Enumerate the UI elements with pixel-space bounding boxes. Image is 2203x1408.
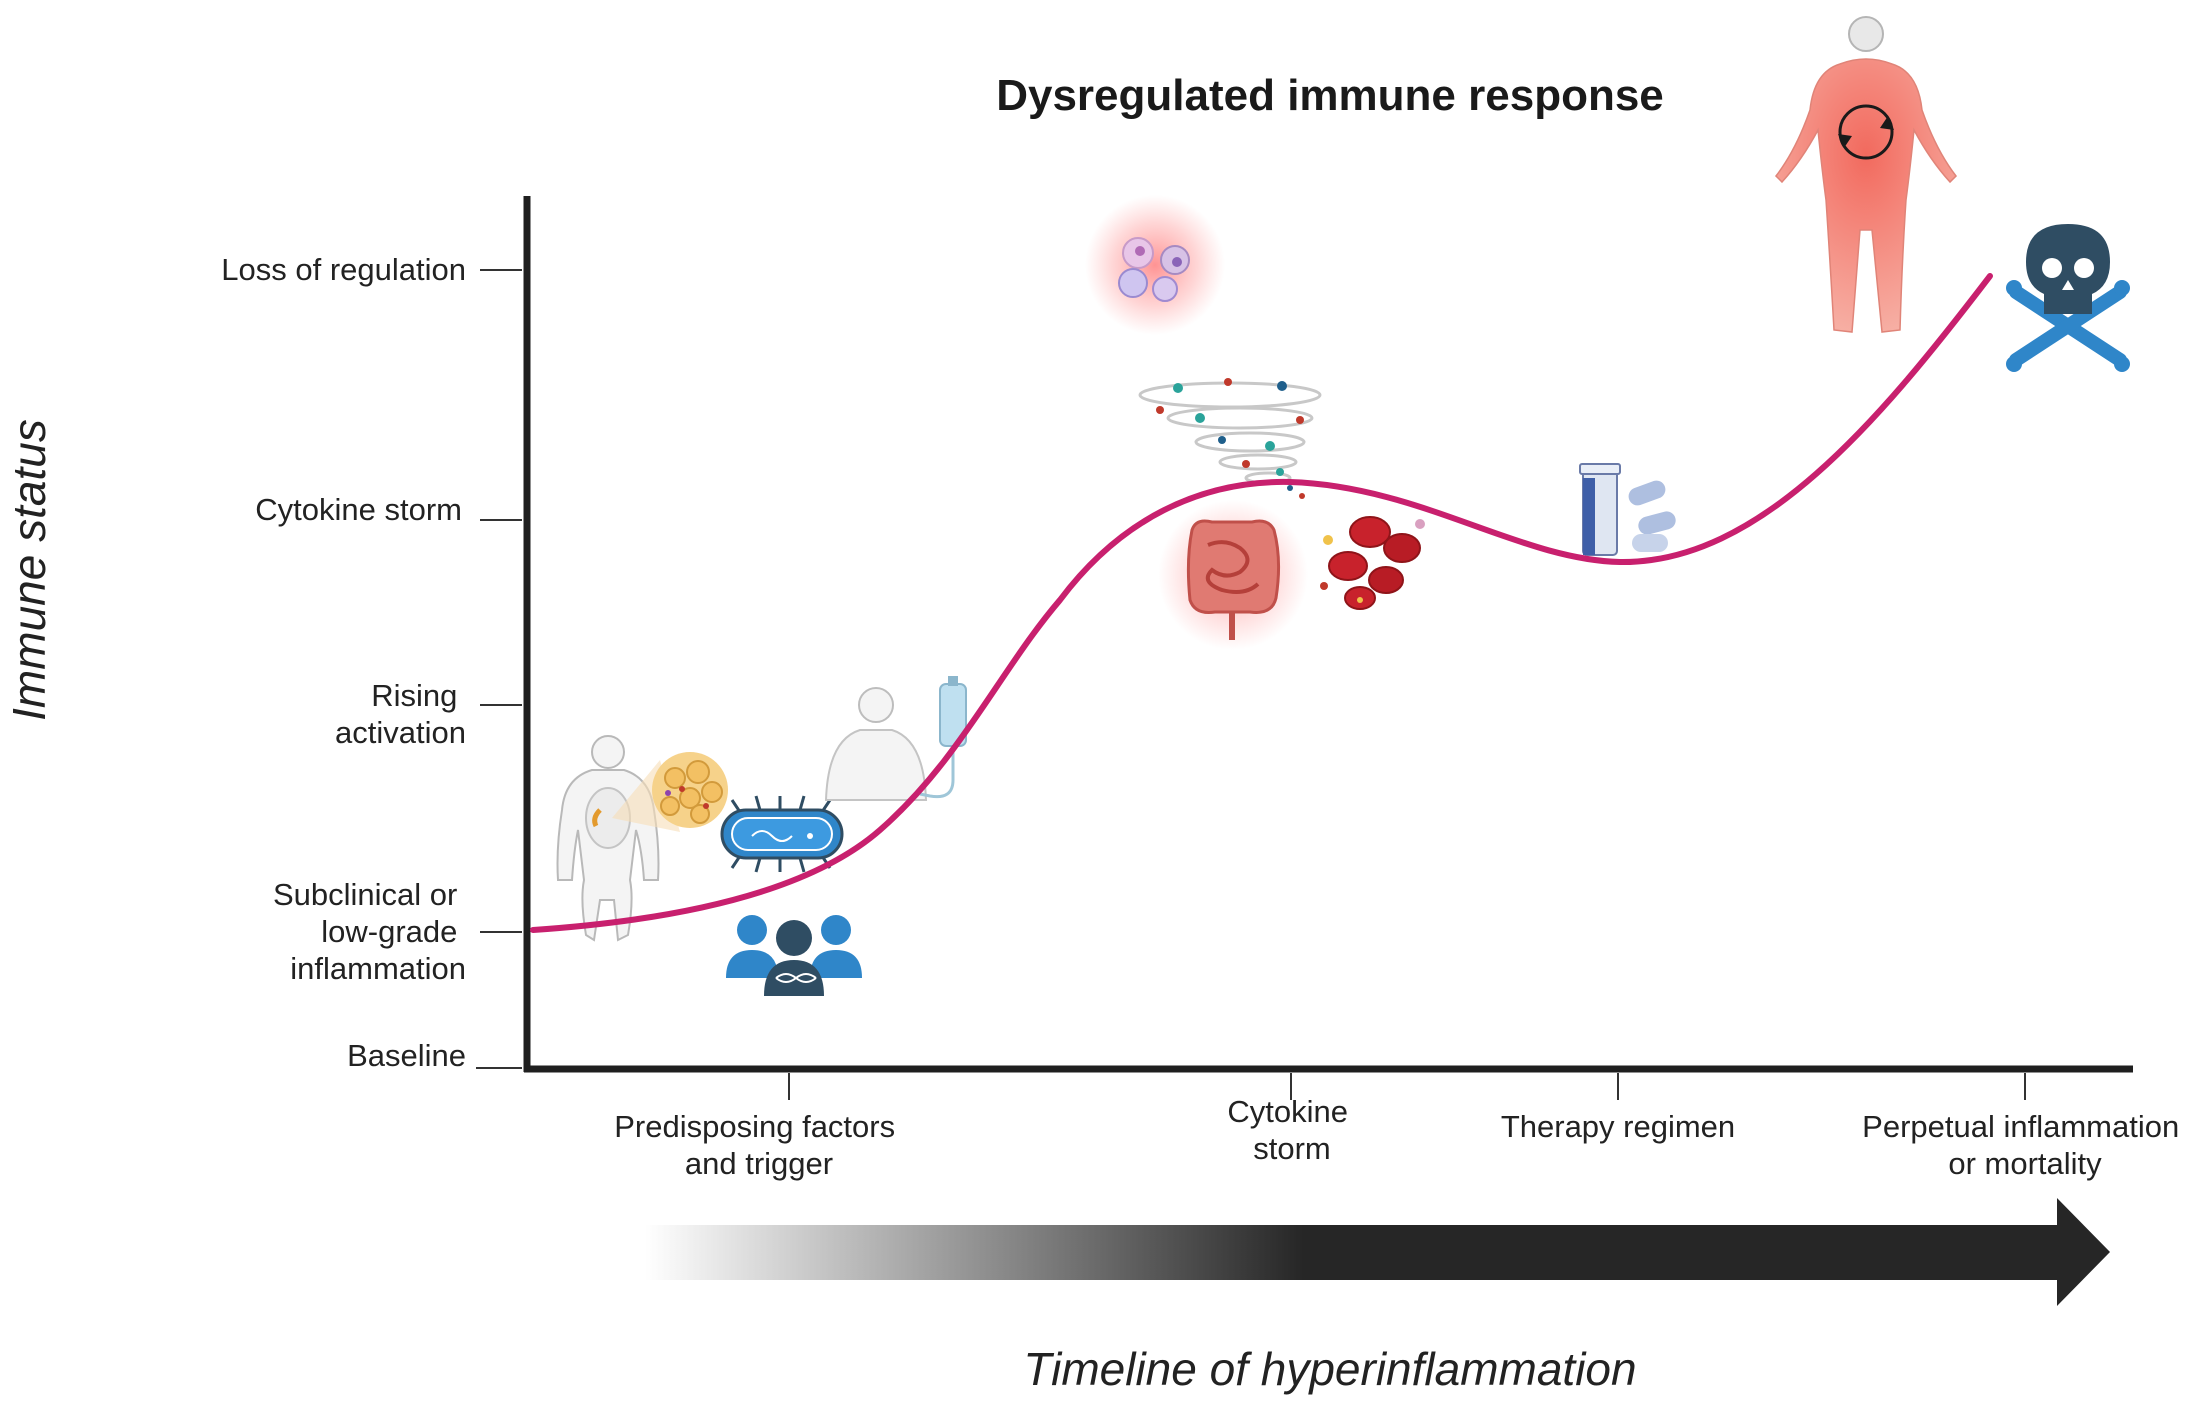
- patient-iv-icon: [824, 676, 967, 801]
- y-label-loss: Loss of regulation: [221, 252, 466, 287]
- y-label-subclinical: Subclinical or low-grade inflammation: [273, 877, 466, 986]
- inflamed-cells-icon: [1085, 195, 1225, 335]
- pill-bottle-icon: [1579, 463, 1676, 556]
- obese-body-icon: [556, 735, 660, 942]
- immune-status-curve: [530, 273, 1993, 933]
- adipose-cells-icon: [652, 752, 728, 828]
- x-label-predisposing: Predisposing factors and trigger: [614, 1109, 904, 1181]
- y-label-storm: Cytokine storm: [255, 492, 462, 527]
- x-label-perpetual: Perpetual inflammation or mortality: [1862, 1109, 2188, 1181]
- y-label-baseline: Baseline: [347, 1038, 466, 1073]
- x-label-storm: Cytokine storm: [1227, 1094, 1356, 1166]
- genetic-people-icon: [726, 915, 862, 996]
- diagram-title: Dysregulated immune response: [996, 71, 1664, 120]
- inflamed-body-icon: [1775, 16, 1957, 333]
- red-blood-cells-icon: [1320, 516, 1425, 610]
- inflamed-intestine-icon: [1158, 500, 1308, 650]
- bacterium-icon: [720, 795, 844, 873]
- cytokine-tornado-icon: [1138, 378, 1322, 499]
- y-axis-title: Immune status: [3, 419, 55, 721]
- x-axis-title: Timeline of hyperinflammation: [1023, 1343, 1636, 1395]
- x-label-therapy: Therapy regimen: [1501, 1109, 1735, 1144]
- y-label-rising: Rising activation: [335, 678, 466, 750]
- skull-crossbones-icon: [2006, 224, 2130, 372]
- timeline-arrow: [645, 1198, 2110, 1306]
